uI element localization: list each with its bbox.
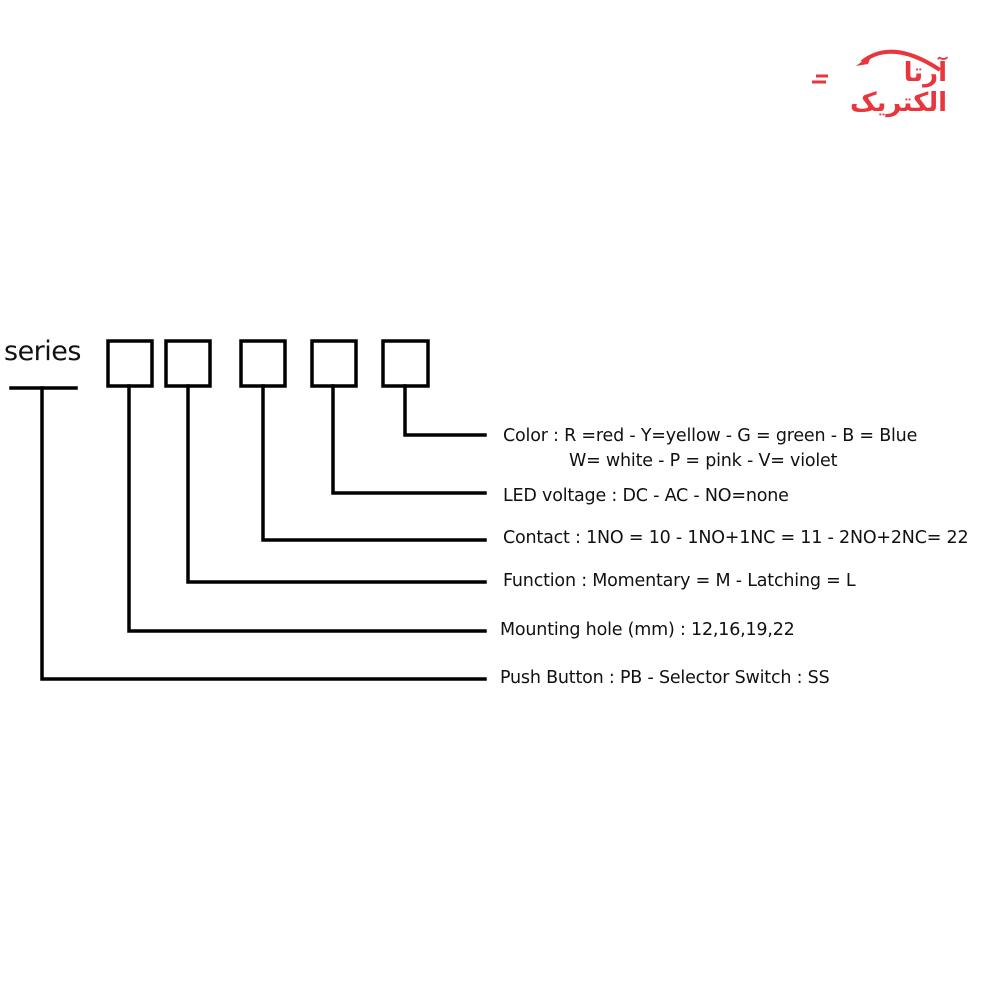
leader-type	[40, 386, 487, 681]
code-box-5	[381, 339, 430, 388]
series-label: series	[4, 336, 81, 367]
mounting-hole-label: Mounting hole (mm) : 12,16,19,22	[500, 620, 795, 640]
code-box-3	[239, 339, 287, 388]
leader-led-voltage	[331, 384, 487, 495]
leader-color	[403, 384, 487, 437]
code-box-2	[164, 339, 212, 388]
logo-text: آرتا الکتریک	[850, 58, 947, 118]
led-voltage-label: LED voltage : DC - AC - NO=none	[503, 486, 789, 506]
color-label-line2: W= white - P = pink - V= violet	[569, 451, 838, 471]
leader-mounting-hole	[127, 384, 487, 633]
type-label: Push Button : PB - Selector Switch : SS	[500, 668, 830, 688]
code-box-1	[106, 339, 154, 388]
leader-contact	[261, 384, 487, 542]
code-box-4	[310, 339, 358, 388]
leader-function	[186, 384, 487, 584]
logo-swoosh-icon	[812, 49, 942, 84]
brand-logo: آرتا الکتریک	[812, 40, 947, 118]
contact-label: Contact : 1NO = 10 - 1NO+1NC = 11 - 2NO+…	[503, 528, 969, 548]
color-label: Color : R =red - Y=yellow - G = green - …	[503, 426, 918, 446]
function-label: Function : Momentary = M - Latching = L	[503, 571, 856, 591]
